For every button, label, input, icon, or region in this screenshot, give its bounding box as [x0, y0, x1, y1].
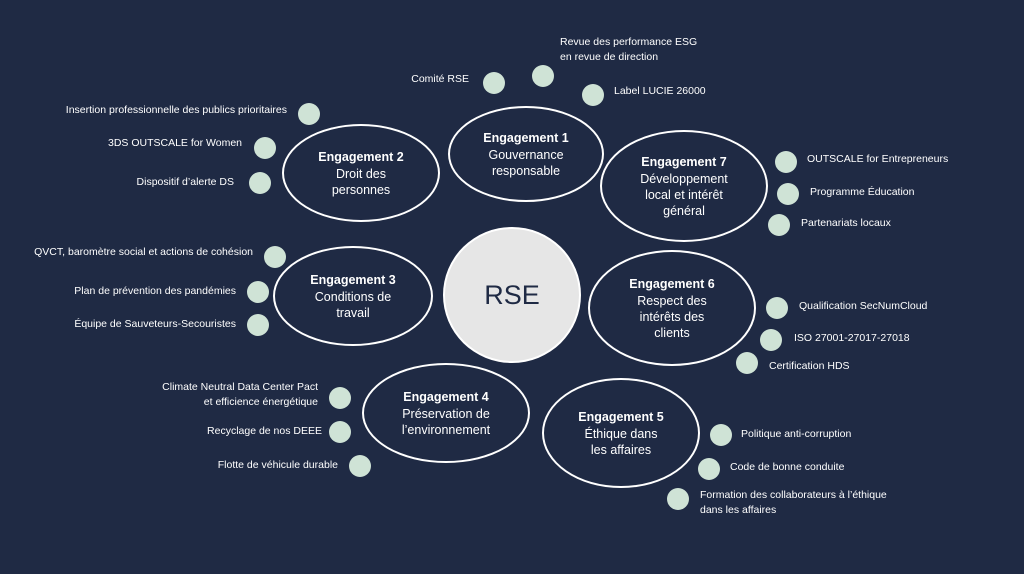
engagement-title: Engagement 2 [318, 149, 404, 164]
engagement-title: Engagement 6 [629, 276, 715, 291]
item-dot [483, 72, 505, 94]
item-label: 3DS OUTSCALE for Women [107, 137, 242, 149]
engagement-subtitle: Développement local et intérêt général [640, 171, 728, 218]
item-label: Insertion professionnelle des publics pr… [65, 104, 287, 116]
item-label: Revue des performance ESG en revue de di… [560, 36, 698, 63]
item-dot [667, 488, 689, 510]
engagement-subtitle: Droit des personnes [331, 166, 391, 197]
item-dot [698, 458, 720, 480]
engagement-subtitle: Préservation de l’environnement [401, 406, 491, 437]
item-dot [768, 214, 790, 236]
item-label: Flotte de véhicule durable [217, 459, 338, 471]
center-node: RSE [443, 227, 581, 363]
item-dot [760, 329, 782, 351]
item-dot [532, 65, 554, 87]
engagement-subtitle: Gouvernance responsable [488, 147, 564, 178]
engagement-2-node: Engagement 2 Droit des personnes [282, 124, 440, 222]
engagement-6-node: Engagement 6 Respect des intérêts des cl… [588, 250, 756, 366]
engagement-title: Engagement 3 [310, 272, 396, 287]
item-label: QVCT, baromètre social et actions de coh… [34, 246, 253, 258]
item-dot [777, 183, 799, 205]
item-dot [349, 455, 371, 477]
item-dot [298, 103, 320, 125]
engagement-3-node: Engagement 3 Conditions de travail [273, 246, 433, 346]
item-dot [264, 246, 286, 268]
item-label: Politique anti-corruption [741, 428, 852, 440]
engagement-7-node: Engagement 7 Développement local et inté… [600, 130, 768, 242]
item-dot [249, 172, 271, 194]
item-label: Certification HDS [769, 360, 850, 372]
engagement-4-node: Engagement 4 Préservation de l’environne… [362, 363, 530, 463]
item-dot [247, 314, 269, 336]
item-label: Programme Éducation [810, 186, 915, 198]
item-label: Label LUCIE 26000 [614, 85, 706, 97]
engagement-title: Engagement 1 [483, 130, 569, 145]
item-label: ISO 27001-27017-27018 [794, 332, 910, 344]
engagement-5-node: Engagement 5 Éthique dans les affaires [542, 378, 700, 488]
item-label: Comité RSE [411, 73, 469, 85]
engagement-title: Engagement 5 [578, 409, 664, 424]
center-label: RSE [484, 279, 540, 310]
engagement-subtitle: Respect des intérêts des clients [637, 293, 707, 340]
item-label: Code de bonne conduite [730, 461, 845, 473]
engagement-title: Engagement 7 [641, 154, 727, 169]
item-dot [329, 421, 351, 443]
item-label: Dispositif d’alerte DS [136, 176, 234, 188]
item-dot [247, 281, 269, 303]
engagement-1-node: Engagement 1 Gouvernance responsable [448, 106, 604, 202]
item-label: Partenariats locaux [801, 217, 891, 229]
engagement-subtitle: Conditions de travail [314, 289, 392, 320]
item-label: Plan de prévention des pandémies [74, 285, 236, 297]
item-label: Équipe de Sauveteurs-Secouristes [74, 318, 236, 330]
item-dot [710, 424, 732, 446]
item-dot [254, 137, 276, 159]
engagement-title: Engagement 4 [403, 389, 489, 404]
item-dot [329, 387, 351, 409]
engagement-subtitle: Éthique dans les affaires [584, 426, 658, 457]
item-dot [775, 151, 797, 173]
item-label: OUTSCALE for Entrepreneurs [807, 153, 949, 165]
item-dot [736, 352, 758, 374]
item-dot [582, 84, 604, 106]
item-label: Formation des collaborateurs à l’éthique… [700, 489, 887, 516]
item-label: Climate Neutral Data Center Pact et effi… [162, 381, 318, 408]
item-dot [766, 297, 788, 319]
item-label: Recyclage de nos DEEE [207, 425, 322, 437]
item-label: Qualification SecNumCloud [799, 300, 928, 312]
